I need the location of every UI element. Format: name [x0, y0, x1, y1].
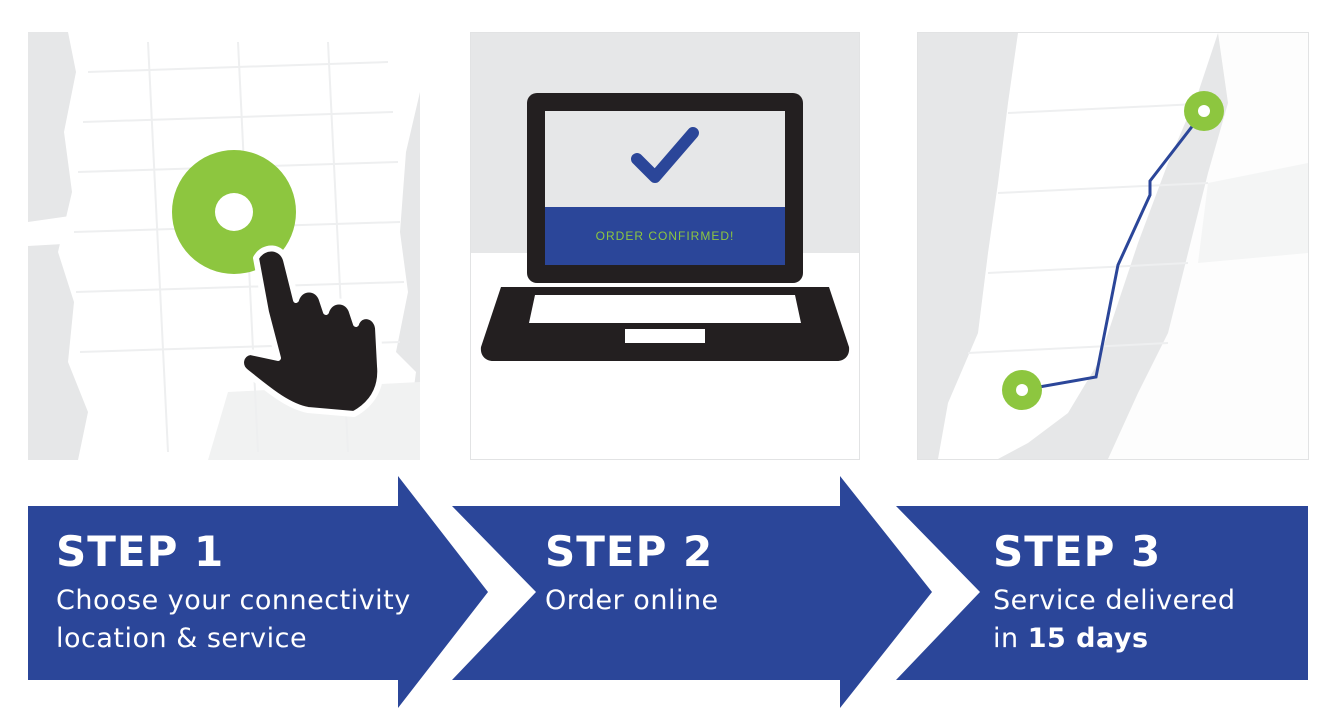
step1-title: STEP 1 — [56, 527, 225, 576]
step1-description: Choose your connectivity location & serv… — [56, 582, 456, 658]
step3-title: STEP 3 — [993, 527, 1162, 576]
step2-title: STEP 2 — [545, 527, 714, 576]
end-pin-icon — [1184, 91, 1224, 131]
step2-arrow — [452, 476, 932, 708]
laptop-scene: ORDER CONFIRMED! — [471, 33, 859, 459]
step2-description: Order online — [545, 582, 845, 620]
step1-arrow — [28, 476, 488, 708]
step3-line2-prefix: in — [993, 623, 1028, 654]
step1-line2: location & service — [56, 623, 308, 654]
step3-description: Service delivered in 15 days — [993, 582, 1293, 658]
step2-text: STEP 2 Order online — [545, 528, 845, 620]
step3-line1: Service delivered — [993, 585, 1236, 616]
step2-illustration: ORDER CONFIRMED! — [470, 32, 860, 460]
step1-line1: Choose your connectivity — [56, 585, 411, 616]
map-background — [28, 32, 420, 460]
step2-line1: Order online — [545, 585, 719, 616]
map-background — [918, 33, 1308, 459]
laptop-icon — [480, 93, 850, 361]
pointing-hand-icon — [238, 245, 384, 417]
step3-illustration — [917, 32, 1309, 460]
step3-line2: in 15 days — [993, 620, 1293, 658]
start-pin-icon — [1002, 370, 1042, 410]
checkmark-icon — [631, 127, 699, 183]
step1-text: STEP 1 Choose your connectivity location… — [56, 528, 456, 658]
step3-line2-emphasis: 15 days — [1027, 623, 1149, 654]
screen-banner-text: ORDER CONFIRMED! — [596, 229, 735, 243]
step3-arrow — [896, 506, 1308, 680]
step3-text: STEP 3 Service delivered in 15 days — [993, 528, 1293, 658]
step1-illustration — [28, 32, 420, 460]
route-line — [1021, 110, 1206, 392]
location-pin-icon — [172, 150, 296, 274]
steps-arrow-bar — [28, 476, 1308, 708]
